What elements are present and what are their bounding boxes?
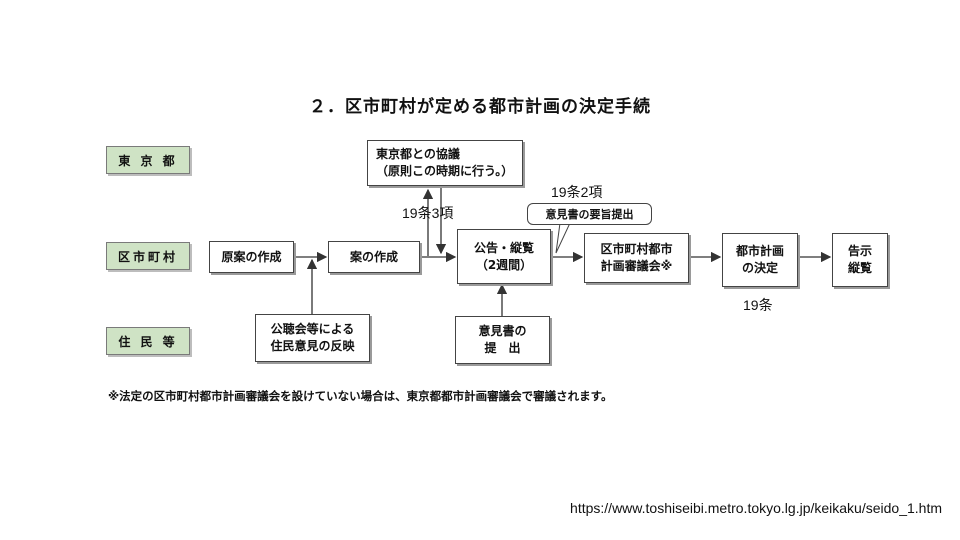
box-decision: 都市計画 の決定 [722, 233, 798, 287]
callout-opinion-summary: 意見書の要旨提出 [527, 203, 652, 225]
callout-pointer [555, 222, 571, 254]
source-url[interactable]: https://www.toshiseibi.metro.tokyo.lg.jp… [570, 500, 942, 516]
diagram-title: ２．区市町村が定める都市計画の決定手続 [309, 97, 651, 117]
box-public-notice: 公告・縦覧 （2週間） [457, 229, 551, 284]
box-consultation: 東京都との協議 （原則この時期に行う。） [367, 140, 523, 186]
box-draft: 案の作成 [328, 241, 420, 273]
role-municipality: 区市町村 [106, 242, 190, 270]
ref-article-19-2: 19条2項 [551, 184, 603, 200]
role-residents: 住 民 等 [106, 327, 190, 355]
box-draft-original: 原案の作成 [209, 241, 294, 273]
box-opinion: 意見書の 提 出 [455, 316, 550, 364]
box-council: 区市町村都市 計画審議会※ [584, 233, 689, 283]
ref-article-19: 19条 [743, 297, 773, 313]
footnote: ※法定の区市町村都市計画審議会を設けていない場合は、東京都都市計画審議会で審議さ… [108, 389, 613, 403]
box-announcement: 告示 縦覧 [832, 233, 888, 287]
ref-article-19-3: 19条3項 [402, 205, 454, 221]
box-hearing: 公聴会等による 住民意見の反映 [255, 314, 370, 362]
role-tokyo: 東 京 都 [106, 146, 190, 174]
